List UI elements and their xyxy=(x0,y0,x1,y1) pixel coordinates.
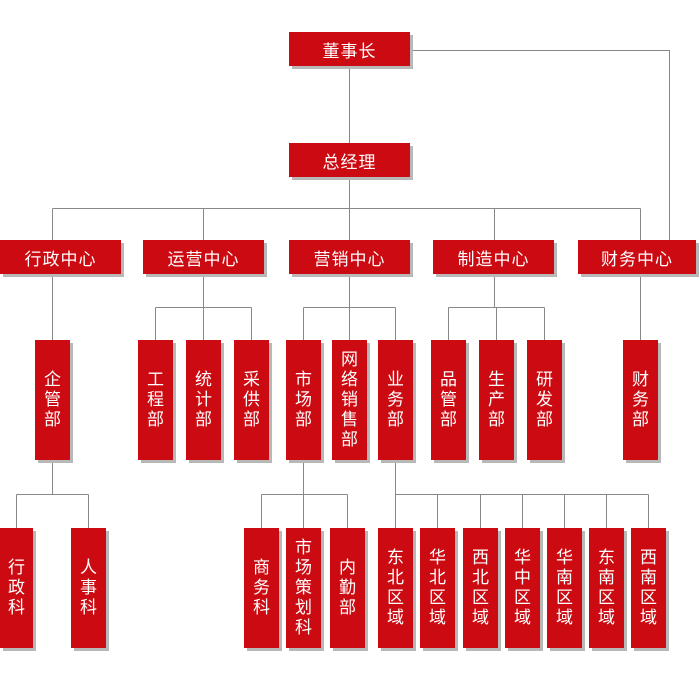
node-business: 业务部 xyxy=(378,340,413,460)
node-region-xinan: 西南区域 xyxy=(631,528,666,648)
node-online-sales: 网络销售部 xyxy=(332,340,367,460)
node-region-dongbei: 东北区域 xyxy=(378,528,413,648)
connector-sales xyxy=(303,274,396,340)
node-market: 市场部 xyxy=(286,340,321,460)
node-mfg-center: 制造中心 xyxy=(433,240,554,274)
node-quality: 品管部 xyxy=(431,340,466,460)
node-finance-center: 财务中心 xyxy=(578,240,696,274)
node-general-manager: 总经理 xyxy=(289,143,410,177)
node-sales-center: 营销中心 xyxy=(289,240,410,274)
node-finance-dept: 财务部 xyxy=(623,340,658,460)
node-enterprise-mgmt: 企管部 xyxy=(35,340,70,460)
node-admin-section: 行政科 xyxy=(0,528,33,648)
node-procurement: 采供部 xyxy=(234,340,269,460)
node-commerce-section: 商务科 xyxy=(244,528,279,648)
node-region-huanan: 华南区域 xyxy=(547,528,582,648)
connector-market xyxy=(261,460,348,528)
connector-chairman-finance xyxy=(410,50,670,240)
connector-ops xyxy=(155,274,252,340)
node-admin-center: 行政中心 xyxy=(0,240,121,274)
node-ops-center: 运营中心 xyxy=(143,240,264,274)
connector-business xyxy=(395,460,649,528)
node-internal-service: 内勤部 xyxy=(330,528,365,648)
node-production: 生产部 xyxy=(479,340,514,460)
node-region-dongnan: 东南区域 xyxy=(589,528,624,648)
node-engineering: 工程部 xyxy=(138,340,173,460)
connector-admin xyxy=(16,274,89,528)
node-region-huazhong: 华中区域 xyxy=(505,528,540,648)
node-rnd: 研发部 xyxy=(527,340,562,460)
node-hr-section: 人事科 xyxy=(71,528,106,648)
node-marketing-planning: 市场策划科 xyxy=(286,528,321,648)
connector-mfg xyxy=(448,274,545,340)
node-statistics: 统计部 xyxy=(186,340,221,460)
node-region-xibei: 西北区域 xyxy=(463,528,498,648)
connector-gm-centers xyxy=(52,177,641,240)
node-region-huabei: 华北区域 xyxy=(420,528,455,648)
node-chairman: 董事长 xyxy=(289,32,410,66)
